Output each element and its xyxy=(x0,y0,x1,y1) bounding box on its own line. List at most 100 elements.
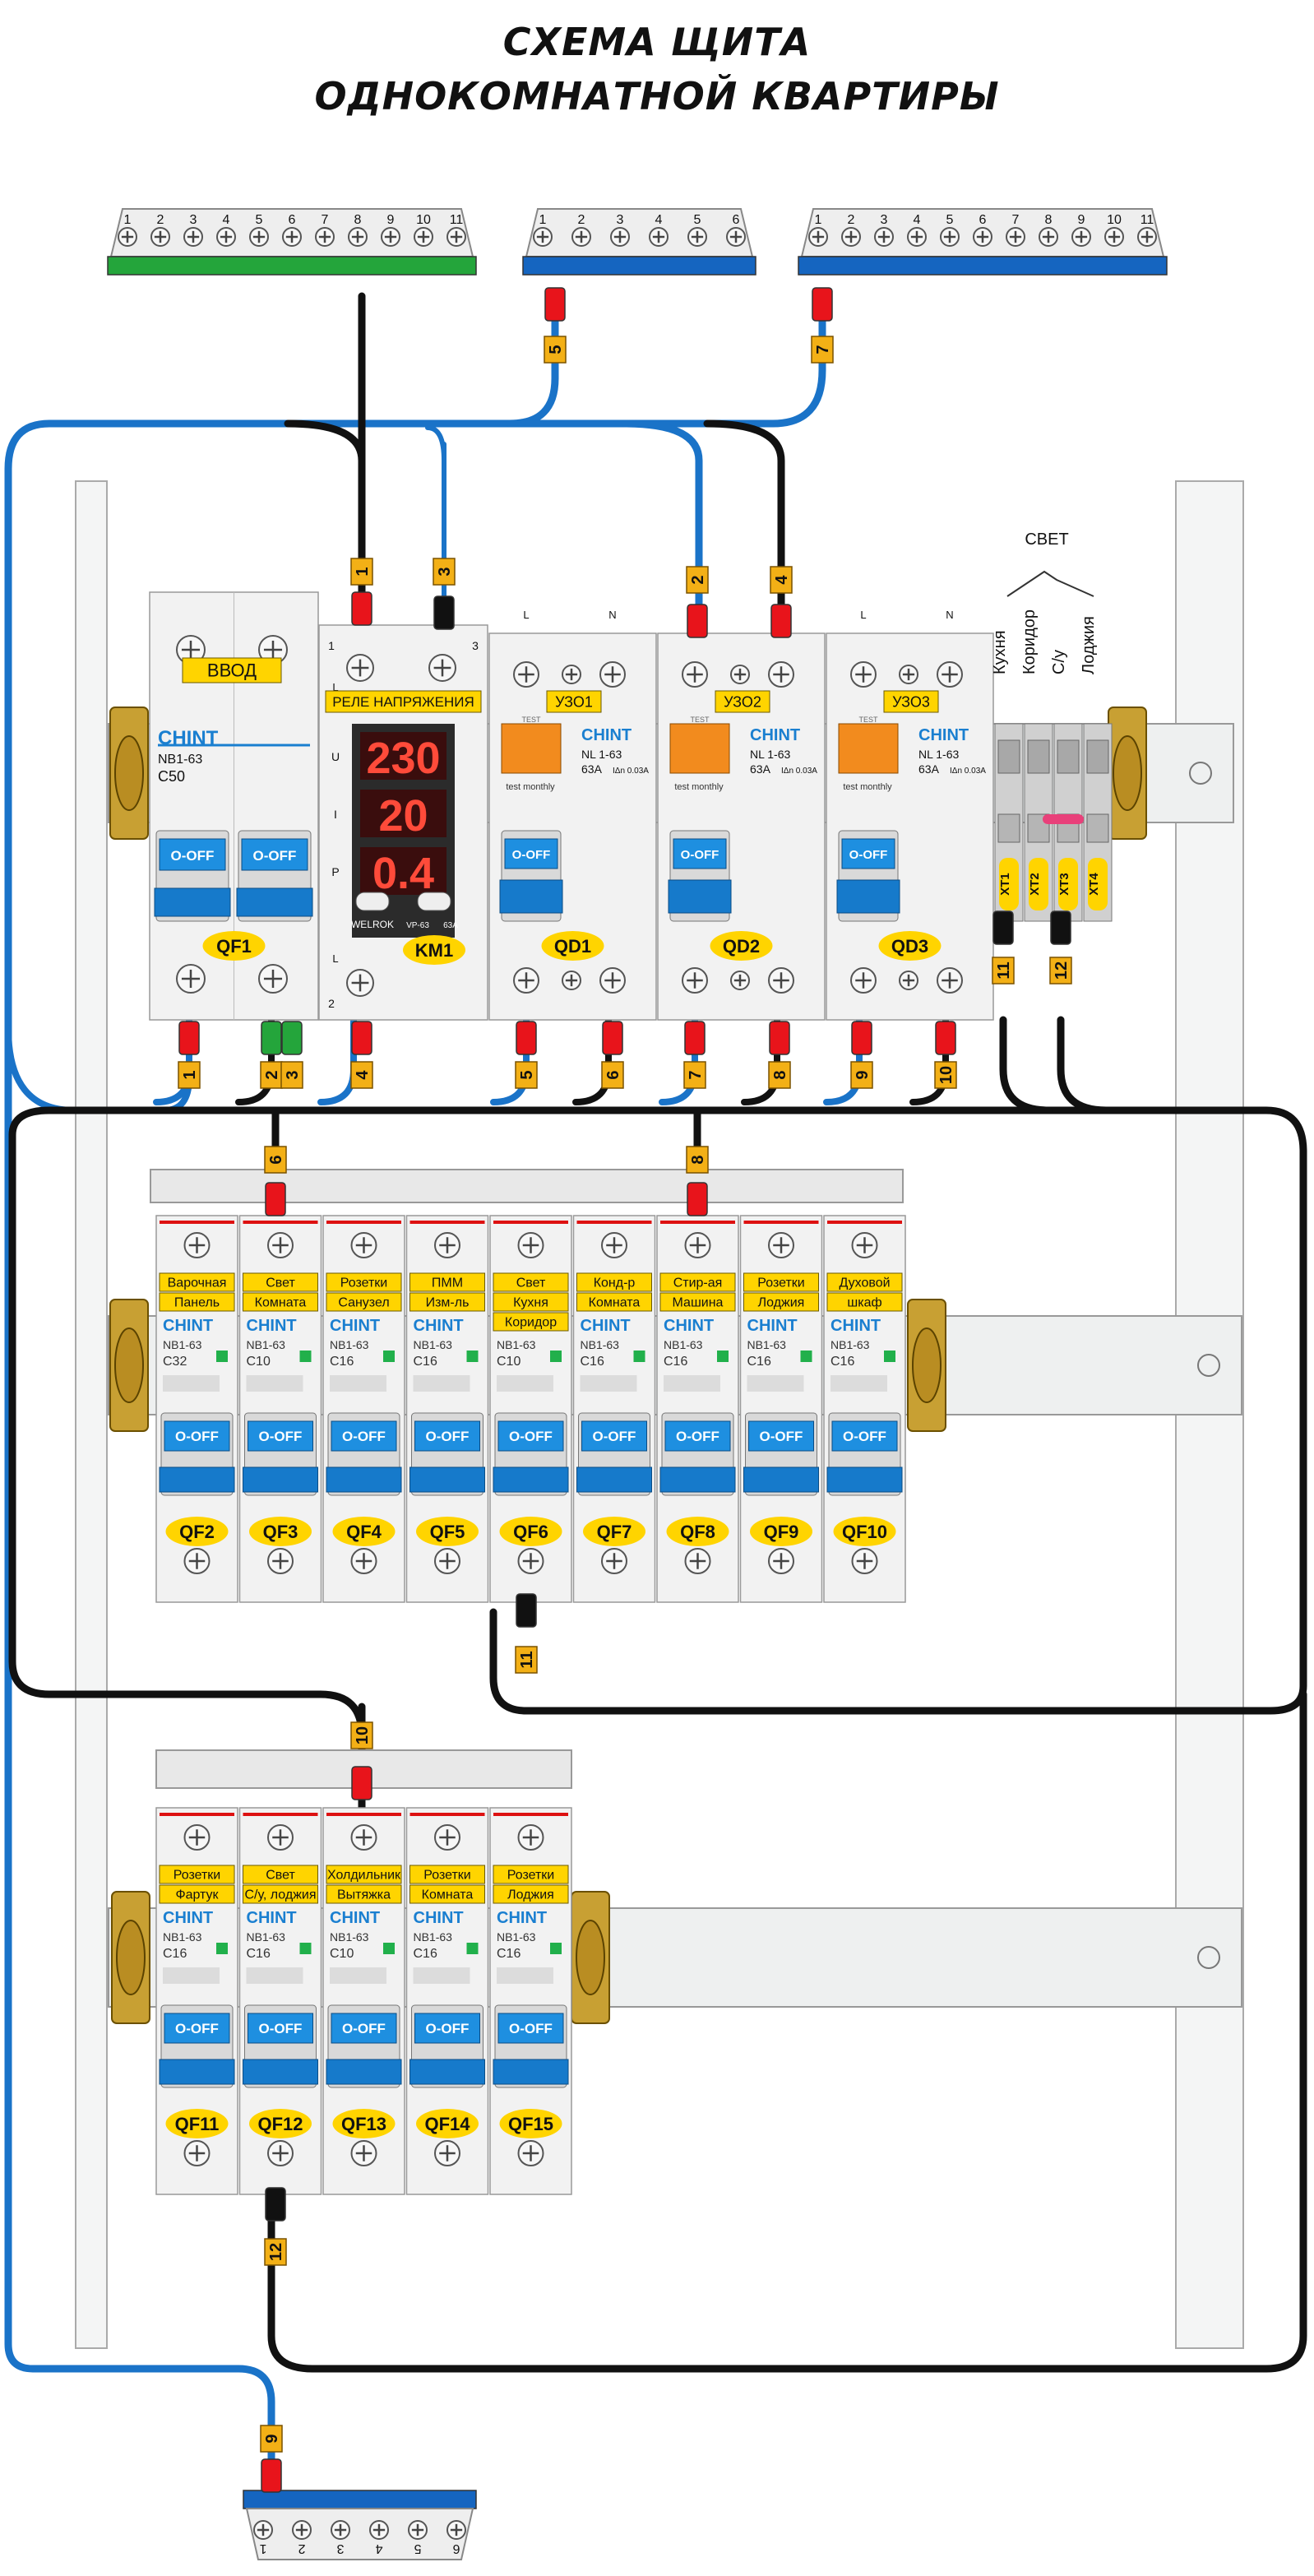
end-stop-screw xyxy=(1113,735,1142,811)
breaker-model: NB1-63 xyxy=(414,1338,453,1351)
breaker-model: NB1-63 xyxy=(497,1338,536,1351)
test-monthly: test monthly xyxy=(674,782,724,792)
wire-ferrule xyxy=(265,2187,286,2222)
relay-amps: 63A xyxy=(443,921,458,930)
yellow-label-text: С/у, лоджия xyxy=(245,1888,317,1902)
yellow-label-text: Кухня xyxy=(513,1296,548,1310)
display-window xyxy=(360,732,446,780)
terminal-column-label: Кухня xyxy=(991,630,1009,674)
breaker-top-mark xyxy=(493,1221,568,1224)
handle-base xyxy=(826,1466,903,1493)
busbar-terminal-number: 1 xyxy=(259,2541,266,2555)
rail-hole xyxy=(1197,1354,1220,1377)
wire-tag-box xyxy=(601,1061,624,1089)
wire-tag-box xyxy=(768,1061,791,1089)
wire-tag: 6 xyxy=(264,1146,287,1174)
yellow-label-box xyxy=(325,690,482,713)
wire-tag: 3 xyxy=(280,1061,303,1089)
busbar-terminal-number: 11 xyxy=(450,213,464,227)
wire-ferrule xyxy=(935,1021,956,1055)
yellow-label-text: Розетки xyxy=(174,1869,220,1883)
busbar-terminal-number: 8 xyxy=(1045,213,1053,227)
busbar-terminal-number: 4 xyxy=(655,213,663,227)
wire-tag-box xyxy=(264,1146,287,1174)
breaker-model: NB1-63 xyxy=(247,1930,286,1944)
status-window xyxy=(216,1943,228,1954)
wire-tag-number: 2 xyxy=(689,575,707,584)
spec-text-area xyxy=(664,1375,720,1392)
designator-text: QF13 xyxy=(341,2114,386,2134)
wire-ferrule xyxy=(261,1021,282,1055)
designator-badge xyxy=(583,1517,645,1546)
wire-tag-box xyxy=(260,2425,283,2453)
designator-badge xyxy=(416,1517,479,1546)
handle-base xyxy=(326,2059,402,2085)
spec-text-area xyxy=(413,1967,470,1984)
wire-tag-box xyxy=(1049,957,1072,985)
switch-state: O-OFF xyxy=(342,1429,386,1444)
designator-text: QF8 xyxy=(680,1522,715,1542)
designator-text: QF12 xyxy=(257,2114,303,2134)
wire-tag-number: 2 xyxy=(263,1070,281,1079)
terminal-designator: XT2 xyxy=(1028,873,1042,896)
neutral-wire xyxy=(621,419,703,621)
wire-tag-number: 8 xyxy=(771,1070,789,1079)
switch-state: O-OFF xyxy=(175,1429,219,1444)
busbar-strip xyxy=(522,256,756,276)
terminal-column-label: С/у xyxy=(1050,650,1068,674)
designator-text: QF3 xyxy=(263,1522,298,1542)
status-window xyxy=(800,1351,812,1362)
wire-ferrule xyxy=(770,604,792,638)
yellow-label-text: Вытяжка xyxy=(337,1888,391,1902)
rcd-leak: IΔn 0.03A xyxy=(613,767,649,776)
breaker-top-mark xyxy=(409,1221,485,1224)
terminal-mark: 2 xyxy=(328,997,335,1010)
busbar-terminal-number: 2 xyxy=(298,2541,305,2555)
spec-text-area xyxy=(163,1375,220,1392)
designator-badge xyxy=(499,2109,562,2138)
terminal-block-bracket xyxy=(1006,570,1094,597)
spec-text-area xyxy=(497,1967,553,1984)
wire-tag-box xyxy=(934,1061,957,1089)
rcd-pole-n: N xyxy=(946,609,953,621)
neutral-wire xyxy=(4,296,559,2480)
wire-tag: 8 xyxy=(686,1146,709,1174)
breaker-model: NB1-63 xyxy=(747,1338,787,1351)
terminal-column-label: Лоджия xyxy=(1080,616,1098,674)
breaker-top-mark xyxy=(493,1813,568,1816)
wire-ferrule xyxy=(351,591,372,626)
yellow-label-box xyxy=(826,1272,903,1292)
yellow-label-box xyxy=(659,1292,736,1312)
breaker-model: NB1-63 xyxy=(330,1338,369,1351)
phase-wire xyxy=(703,419,785,621)
designator-text: QD3 xyxy=(891,936,928,957)
yellow-label-box xyxy=(493,1884,569,1904)
yellow-label-box xyxy=(576,1292,652,1312)
wire-tag-box xyxy=(686,1146,709,1174)
breaker-top-mark xyxy=(160,1221,234,1224)
wire-tag: 6 xyxy=(601,1061,624,1089)
handle-base xyxy=(159,2059,235,2085)
terminal-designator-badge xyxy=(1058,858,1078,910)
busbar-terminal-number: 10 xyxy=(1107,213,1122,227)
terminal-designator: XT4 xyxy=(1087,873,1101,896)
designator-text: QF2 xyxy=(179,1522,215,1542)
rail-end-stop xyxy=(1108,707,1147,840)
busbar-terminal-number: 6 xyxy=(979,213,987,227)
breaker-rating: C16 xyxy=(163,1947,187,1961)
terminal-clamp xyxy=(1027,739,1050,774)
status-window xyxy=(216,1351,228,1362)
rcd-brand: CHINT xyxy=(581,726,632,744)
minus-button xyxy=(355,892,390,911)
terminal-clamp xyxy=(1086,739,1109,774)
wire-ferrule xyxy=(812,287,833,322)
breaker-brand: CHINT xyxy=(163,1909,213,1927)
breaker-rating: C16 xyxy=(581,1355,604,1369)
wire-tag: 11 xyxy=(992,957,1015,985)
rcd-handle xyxy=(504,838,558,869)
designator-badge xyxy=(666,1517,729,1546)
busbar-terminal-number: 1 xyxy=(815,213,822,227)
wire-tag-number: 9 xyxy=(263,2434,281,2443)
designator-badge xyxy=(710,931,773,961)
wire-tag: 5 xyxy=(544,336,567,364)
